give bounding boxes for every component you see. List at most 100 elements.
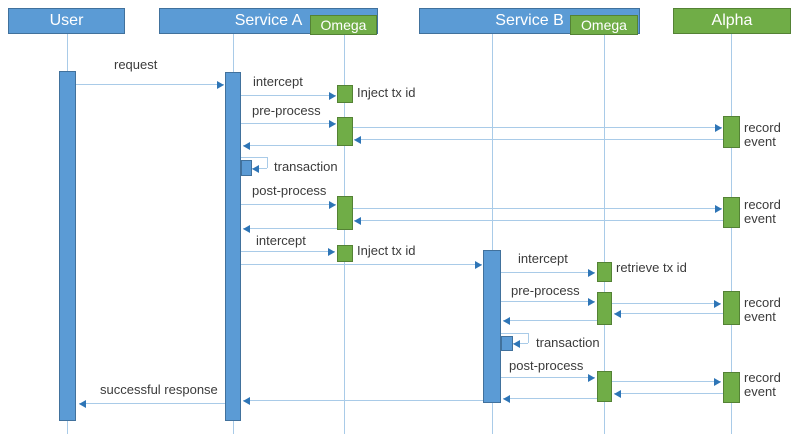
message-line bbox=[503, 320, 597, 321]
annotation-label: retrieve tx id bbox=[616, 261, 687, 275]
self-message-line bbox=[241, 157, 267, 158]
arrowhead-icon bbox=[217, 81, 224, 89]
actor-label-alpha: Alpha bbox=[711, 12, 753, 29]
activation-alpha-record-2 bbox=[723, 197, 740, 228]
arrowhead-icon bbox=[329, 201, 336, 209]
annotation-line: record bbox=[744, 120, 781, 135]
message-label: intercept bbox=[253, 74, 303, 89]
annotation-line: retrieve tx id bbox=[616, 260, 687, 275]
message-label: post-process bbox=[252, 183, 327, 198]
annotation-line: Inject tx id bbox=[357, 243, 416, 258]
annotation-line: event bbox=[744, 211, 776, 226]
arrowhead-icon bbox=[354, 217, 361, 225]
activation-alpha-record-1 bbox=[723, 116, 740, 148]
message-line bbox=[241, 123, 336, 124]
arrowhead-icon bbox=[503, 317, 510, 325]
activation-omega-b-intercept bbox=[597, 262, 612, 282]
lifeline-alpha bbox=[731, 34, 732, 434]
message-label: request bbox=[114, 57, 158, 72]
activation-service-b bbox=[483, 250, 501, 403]
arrowhead-icon bbox=[588, 269, 595, 277]
message-label: intercept bbox=[518, 251, 568, 266]
lifeline-service-b bbox=[492, 34, 493, 434]
message-line bbox=[614, 313, 723, 314]
actor-label-service-b: Service B bbox=[495, 12, 564, 29]
activation-omega-a-intercept-1 bbox=[337, 85, 353, 103]
activation-omega-a-post-process bbox=[337, 196, 353, 230]
self-message-line bbox=[252, 168, 267, 169]
message-line bbox=[243, 400, 483, 401]
arrowhead-icon bbox=[588, 374, 595, 382]
activation-omega-b-post-process bbox=[597, 371, 612, 402]
message-line bbox=[503, 398, 597, 399]
activation-omega-a-pre-process bbox=[337, 117, 353, 146]
message-line bbox=[501, 301, 595, 302]
annotation-line: event bbox=[744, 134, 776, 149]
annotation-label: Inject tx id bbox=[357, 244, 416, 258]
activation-service-b-transaction bbox=[501, 336, 513, 351]
arrowhead-icon bbox=[328, 248, 335, 256]
lifeline-omega-b bbox=[604, 35, 605, 434]
arrowhead-icon bbox=[475, 261, 482, 269]
arrowhead-icon bbox=[503, 395, 510, 403]
annotation-line: event bbox=[744, 384, 776, 399]
arrowhead-icon bbox=[588, 298, 595, 306]
actor-label-omega-a: Omega bbox=[320, 17, 367, 33]
annotation-line: event bbox=[744, 309, 776, 324]
message-line bbox=[354, 139, 723, 140]
arrowhead-icon bbox=[614, 390, 621, 398]
message-label: post-process bbox=[509, 358, 584, 373]
actor-label-omega-b: Omega bbox=[581, 17, 627, 33]
annotation-line: Inject tx id bbox=[357, 85, 416, 100]
arrowhead-icon bbox=[79, 400, 86, 408]
self-message-line bbox=[267, 157, 268, 168]
arrowhead-icon bbox=[513, 340, 520, 348]
message-line bbox=[241, 264, 482, 265]
arrowhead-icon bbox=[243, 142, 250, 150]
message-line bbox=[501, 272, 595, 273]
activation-alpha-record-3 bbox=[723, 291, 740, 325]
actor-header-alpha: Alpha bbox=[673, 8, 791, 34]
activation-omega-b-pre-process bbox=[597, 292, 612, 325]
arrowhead-icon bbox=[715, 124, 722, 132]
message-line bbox=[354, 220, 723, 221]
self-message-line bbox=[528, 333, 529, 343]
message-line bbox=[243, 228, 337, 229]
self-message-label: transaction bbox=[536, 335, 600, 350]
annotation-line: record bbox=[744, 197, 781, 212]
actor-header-user: User bbox=[8, 8, 125, 34]
message-line bbox=[614, 393, 723, 394]
activation-user bbox=[59, 71, 76, 421]
message-line bbox=[79, 403, 225, 404]
arrowhead-icon bbox=[354, 136, 361, 144]
message-line bbox=[612, 381, 721, 382]
arrowhead-icon bbox=[243, 225, 250, 233]
message-line bbox=[241, 95, 336, 96]
actor-header-omega-b: Omega bbox=[570, 15, 638, 35]
message-label: intercept bbox=[256, 233, 306, 248]
message-line bbox=[243, 145, 337, 146]
actor-header-omega-a: Omega bbox=[310, 15, 377, 35]
activation-service-a-transaction bbox=[241, 160, 252, 176]
actor-label-user: User bbox=[49, 12, 84, 29]
message-line bbox=[501, 377, 595, 378]
arrowhead-icon bbox=[243, 397, 250, 405]
actor-label-service-a: Service A bbox=[234, 12, 303, 29]
arrowhead-icon bbox=[614, 310, 621, 318]
message-line bbox=[241, 251, 335, 252]
message-line bbox=[353, 127, 722, 128]
message-line bbox=[612, 303, 721, 304]
arrowhead-icon bbox=[714, 378, 721, 386]
message-label: pre-process bbox=[511, 283, 580, 298]
arrowhead-icon bbox=[714, 300, 721, 308]
activation-omega-a-intercept-2 bbox=[337, 245, 353, 262]
message-label: pre-process bbox=[252, 103, 321, 118]
self-message-line bbox=[513, 343, 528, 344]
annotation-line: record bbox=[744, 295, 781, 310]
annotation-label: Inject tx id bbox=[357, 86, 416, 100]
